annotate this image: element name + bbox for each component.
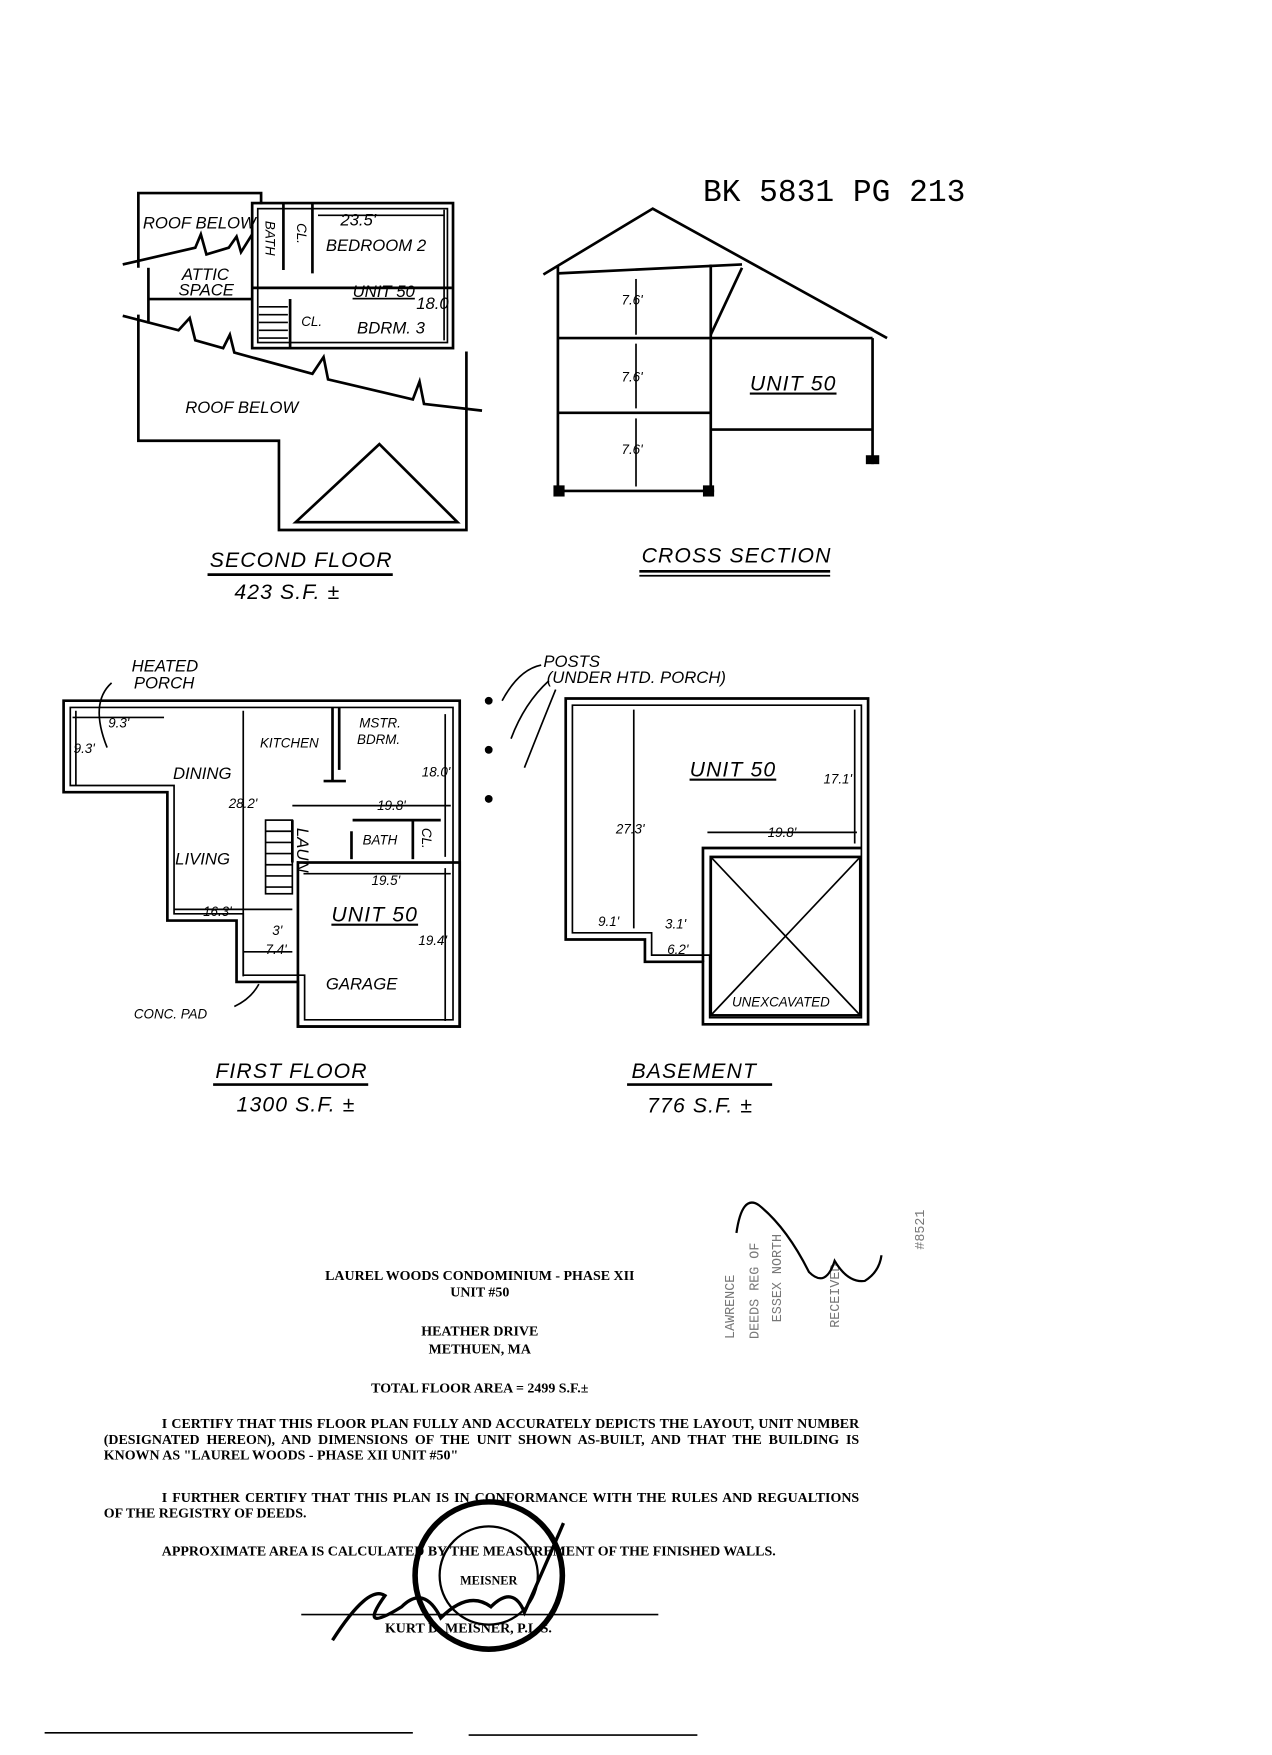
- certification-paragraph-1: I CERTIFY THAT THIS FLOOR PLAN FULLY AND…: [103, 1415, 860, 1463]
- second-floor-plan: ROOF BELOW BATH CL. 23.5' BEDROOM 2 ATTI…: [122, 191, 483, 604]
- registry-stamp: LAWRENCE DEEDS REG OF ESSEX NORTH RECEIV…: [724, 1201, 929, 1339]
- label-living: LIVING: [175, 850, 230, 869]
- stamp-line: RECEIVED: [829, 1264, 844, 1328]
- label-bdrm-3: BDRM. 3: [357, 319, 426, 338]
- stamp-line: LAWRENCE: [724, 1275, 739, 1339]
- label-conc-pad: CONC. PAD: [134, 1007, 208, 1022]
- first-floor-area: 1300 S.F. ±: [237, 1093, 356, 1116]
- dim-6-2: 6.2': [667, 942, 689, 957]
- label-closet: CL.: [419, 828, 434, 849]
- dim-7-4: 7.4': [266, 942, 288, 957]
- stairs: [264, 819, 294, 895]
- label-posts: POSTS: [543, 652, 600, 671]
- dim-porch-width: 9.3': [108, 716, 130, 731]
- first-floor-unit: UNIT 50: [331, 904, 418, 927]
- dim-19-4: 19.4': [418, 933, 447, 948]
- dim-9-1: 9.1': [598, 914, 620, 929]
- certification-paragraph-3: APPROXIMATE AREA IS CALCULATED BY THE ME…: [161, 1543, 776, 1559]
- dim-18-0: 18.0: [416, 294, 449, 313]
- posts-annotation: POSTS (UNDER HTD. PORCH): [484, 652, 726, 803]
- dim-porch-depth: 9.3': [74, 741, 96, 756]
- dim-19-8: 19.8': [377, 798, 406, 813]
- label-unexcavated: UNEXCAVATED: [732, 994, 830, 1009]
- label-bdrm: BDRM.: [357, 732, 400, 747]
- dim-3: 3': [272, 923, 282, 938]
- dim-23-5: 23.5': [339, 210, 377, 229]
- stamp-line: #8521: [914, 1210, 929, 1250]
- height-first: 7.6': [622, 442, 644, 457]
- dim-3-1: 3.1': [665, 916, 687, 931]
- stamp-line: ESSEX NORTH: [771, 1234, 786, 1322]
- surveyor-name: KURT D. MEISNER, P.L.S.: [384, 1620, 552, 1636]
- height-second: 7.6': [622, 370, 644, 385]
- dim-27-3: 27.3': [615, 822, 645, 837]
- svg-text:MEISNER: MEISNER: [460, 1573, 517, 1587]
- label-dining: DINING: [173, 764, 232, 783]
- label-mstr: MSTR.: [359, 716, 401, 731]
- signature: [331, 1522, 566, 1642]
- label-heated: HEATED: [132, 657, 199, 676]
- label-closet: CL.: [294, 223, 309, 244]
- second-floor-title: SECOND FLOOR: [210, 549, 393, 572]
- label-closet-2: CL.: [301, 314, 322, 329]
- street: HEATHER DRIVE: [421, 1323, 539, 1339]
- basement-title: BASEMENT: [632, 1060, 758, 1083]
- surveyor-seal: MEISNER: [412, 1499, 566, 1652]
- height-third: 7.6': [622, 293, 644, 308]
- cross-section-diagram: 7.6' 7.6' 7.6' UNIT 50 CROSS SECTION: [542, 207, 888, 577]
- label-laundry: LAUN: [293, 828, 312, 874]
- label-garage: GARAGE: [326, 975, 398, 994]
- project-title: LAUREL WOODS CONDOMINIUM - PHASE XII: [325, 1267, 635, 1284]
- unit-number: UNIT #50: [450, 1284, 510, 1300]
- book-page-reference: BK 5831 PG 213: [703, 176, 965, 211]
- total-floor-area: TOTAL FLOOR AREA = 2499 S.F.±: [371, 1380, 589, 1396]
- label-roof-below: ROOF BELOW: [143, 214, 258, 233]
- certification-paragraph-2: I FURTHER CERTIFY THAT THIS PLAN IS IN C…: [103, 1489, 860, 1521]
- dim-17-1: 17.1': [823, 771, 852, 786]
- stairs: [258, 306, 288, 339]
- second-floor-area: 423 S.F. ±: [234, 581, 340, 604]
- first-floor-title: FIRST FLOOR: [215, 1060, 367, 1083]
- label-under-porch: (UNDER HTD. PORCH): [547, 668, 726, 687]
- label-bath: BATH: [263, 221, 278, 256]
- dim-16-3: 16.3': [203, 904, 232, 919]
- first-floor-plan: HEATED PORCH 9.3' 9.3' DINING KITCHEN MS…: [62, 657, 462, 1116]
- dim-19-5: 19.5': [372, 873, 401, 888]
- basement-plan: UNIT 50 17.1' 27.3' 19.8' 9.1' 3.1' 6.2'…: [564, 697, 870, 1117]
- cross-section-unit: UNIT 50: [750, 373, 837, 396]
- label-unit-50: UNIT 50: [353, 282, 416, 301]
- label-bedroom-2: BEDROOM 2: [326, 236, 427, 255]
- basement-area: 776 S.F. ±: [647, 1094, 753, 1117]
- cross-section-title: CROSS SECTION: [642, 544, 832, 567]
- dim-18-0: 18.0': [422, 765, 451, 780]
- dim-19-8: 19.8': [768, 825, 797, 840]
- label-porch: PORCH: [134, 673, 195, 692]
- label-bath: BATH: [363, 833, 398, 848]
- city: METHUEN, MA: [428, 1341, 531, 1357]
- stamp-line: DEEDS REG OF: [749, 1243, 764, 1339]
- label-kitchen: KITCHEN: [260, 736, 319, 751]
- basement-unit: UNIT 50: [690, 759, 777, 782]
- label-space: SPACE: [179, 281, 235, 300]
- dim-28-2: 28.2': [228, 796, 258, 811]
- label-roof-below-lower: ROOF BELOW: [185, 398, 300, 417]
- label-attic: ATTIC: [181, 265, 230, 284]
